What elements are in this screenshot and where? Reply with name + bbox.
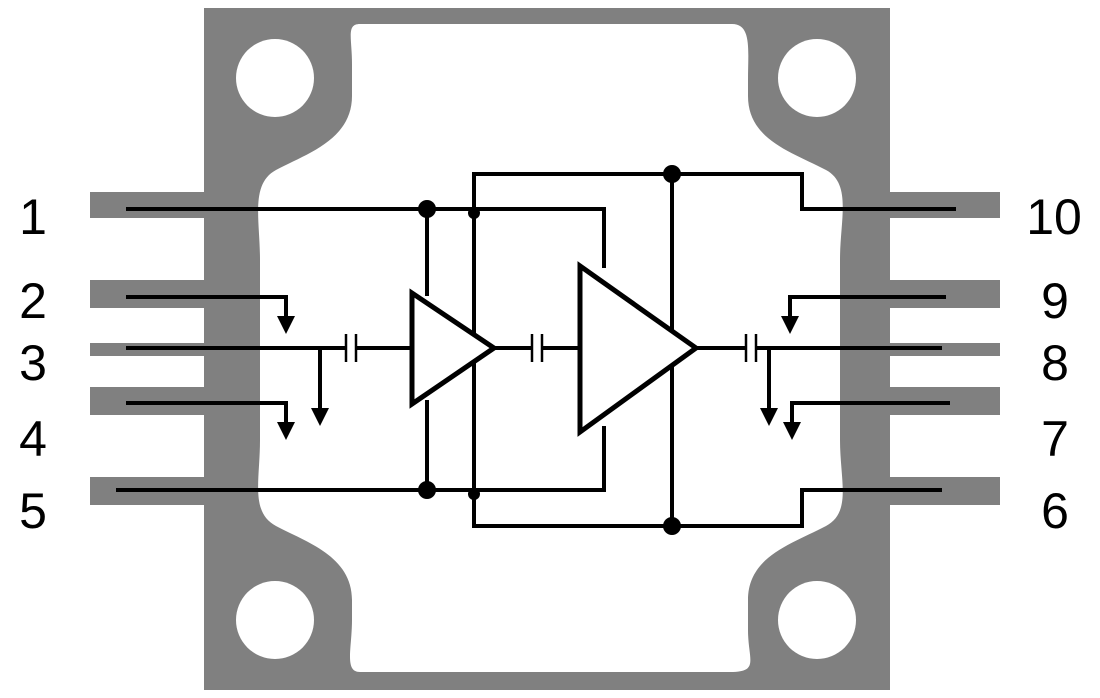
junction-cross-top	[468, 207, 480, 219]
pin-label-2: 2	[19, 273, 47, 329]
pin-label-9: 9	[1041, 273, 1069, 329]
lead-pin-2	[90, 280, 206, 308]
lead-pin-9	[888, 280, 1000, 308]
lead-pin-1	[90, 192, 206, 218]
pin-label-10: 10	[1026, 189, 1082, 245]
mounting-hole-top-right	[778, 39, 856, 117]
arrow-head-pin-2	[277, 316, 295, 334]
capacitor-interstage	[530, 334, 544, 362]
capacitor-input	[344, 334, 358, 362]
pin-label-5: 5	[19, 483, 47, 539]
arrow-heads	[277, 316, 801, 440]
arrow-head-pin-4	[277, 422, 295, 440]
pin-labels: 1 2 3 4 5 6 7 8 9 10	[19, 189, 1082, 539]
wire-pin-9	[788, 295, 946, 318]
lead-pin-10	[888, 192, 1000, 218]
junction-cross-bottom	[468, 488, 480, 500]
wire-pin-2	[126, 295, 288, 318]
capacitor-output	[744, 334, 758, 362]
wire-pin-7	[790, 401, 950, 424]
pin-label-1: 1	[19, 189, 47, 245]
junction-dots	[418, 165, 681, 535]
mounting-hole-bottom-right	[778, 581, 856, 659]
mounting-hole-bottom-left	[236, 581, 314, 659]
arrow-head-input-tap	[311, 408, 329, 426]
amplifier-stage-2	[577, 261, 701, 437]
package-leads	[90, 192, 1000, 505]
arrow-head-pin-9	[781, 316, 799, 334]
mounting-hole-top-left	[236, 39, 314, 117]
pin-label-7: 7	[1041, 411, 1069, 467]
pin-label-6: 6	[1041, 483, 1069, 539]
capacitors	[344, 334, 758, 362]
wire-pin-4	[126, 401, 288, 424]
arrow-head-output-tap	[760, 408, 778, 426]
pin-label-4: 4	[19, 411, 47, 467]
junction-bus-bottom	[663, 517, 681, 535]
junction-stage1-top	[418, 200, 436, 218]
amplifier-stage-1	[409, 288, 499, 409]
junction-bus-top	[663, 165, 681, 183]
mounting-holes	[236, 39, 856, 659]
amplifiers	[409, 261, 701, 437]
arrow-head-pin-7	[783, 422, 801, 440]
pin-label-8: 8	[1041, 335, 1069, 391]
pin-label-3: 3	[19, 335, 47, 391]
junction-stage1-bottom	[418, 481, 436, 499]
